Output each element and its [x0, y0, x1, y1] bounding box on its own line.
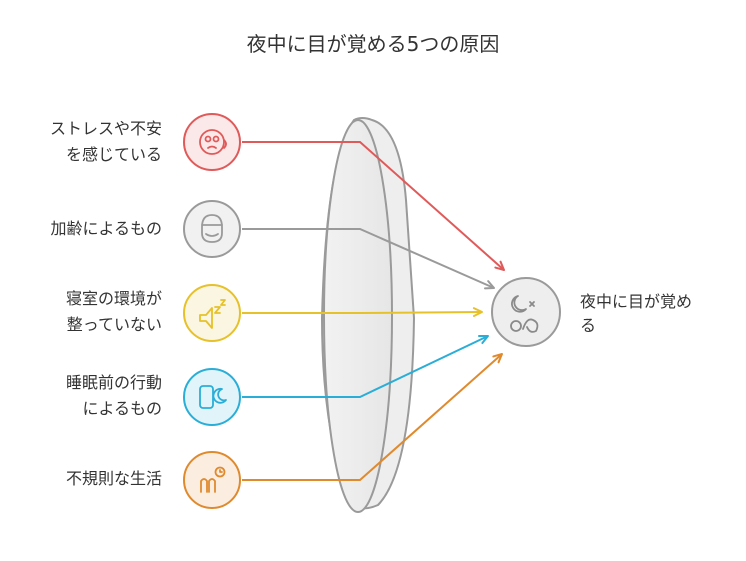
arrowhead: [494, 260, 505, 271]
cause-label-line: ストレスや不安: [49, 119, 162, 138]
cause-nodes: [183, 113, 241, 509]
cause-label-1: ストレスや不安を感じている: [0, 116, 162, 168]
cause-node-4: [183, 368, 241, 426]
target-label: 夜中に目が覚める: [580, 290, 730, 338]
connector-line: [242, 311, 483, 314]
cause-node-3: [183, 284, 241, 342]
moon-bed-icon: [510, 295, 539, 333]
connector-line: [242, 353, 503, 481]
connector-line: [242, 141, 505, 271]
cause-label-line: によるもの: [82, 399, 162, 418]
page-title: 夜中に目が覚める5つの原因: [246, 32, 500, 56]
cause-label-3: 寝室の環境が整っていない: [0, 286, 162, 338]
target-label-line: る: [580, 316, 597, 335]
cause-label-line: 睡眠前の行動: [65, 373, 162, 392]
elderly-face-icon: [201, 214, 223, 243]
clock-hands-icon: [200, 466, 226, 493]
arrowhead: [478, 334, 489, 345]
noise-speaker-icon: [199, 299, 226, 329]
connector-line: [242, 228, 495, 289]
target-node: [491, 277, 561, 347]
cause-label-4: 睡眠前の行動によるもの: [0, 370, 162, 422]
arrowhead: [472, 307, 483, 317]
cause-label-line: を感じている: [65, 145, 162, 164]
stressed-face-icon: [199, 129, 227, 155]
cause-label-line: 整っていない: [66, 315, 162, 334]
cause-node-1: [183, 113, 241, 171]
target-label-text: 夜中に目が覚める: [580, 290, 730, 338]
connector-lines: [242, 141, 505, 481]
target-label-line: 夜中に目が覚め: [580, 292, 693, 311]
connector-line: [242, 335, 489, 398]
cause-label-line: 寝室の環境が: [65, 289, 162, 308]
cause-label-5: 不規則な生活: [0, 466, 162, 492]
cause-label-line: 加齢によるもの: [50, 219, 162, 238]
cause-node-5: [183, 451, 241, 509]
cause-node-2: [183, 200, 241, 258]
arrowhead: [484, 280, 495, 290]
cause-label-2: 加齢によるもの: [0, 216, 162, 242]
cause-label-line: 不規則な生活: [65, 469, 162, 488]
arrowhead: [492, 353, 503, 364]
phone-moon-icon: [199, 385, 227, 409]
